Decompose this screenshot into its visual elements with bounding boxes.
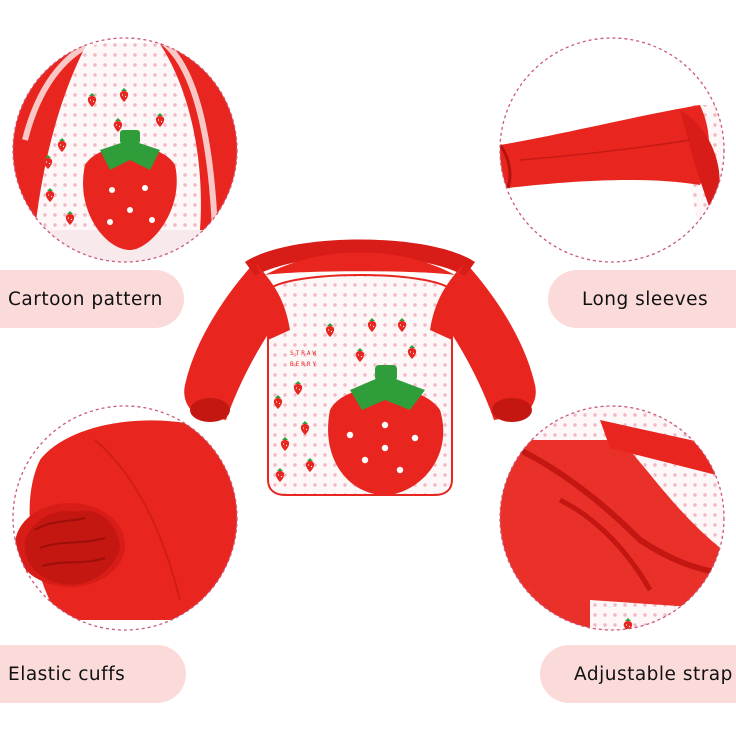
bib-print-line2: BERRY [290, 361, 318, 368]
label-elastic-cuffs: Elastic cuffs [0, 645, 186, 703]
detail-cartoon-pattern [13, 38, 237, 262]
dashed-circle-bottom-left [12, 405, 238, 631]
label-elastic-cuffs-text: Elastic cuffs [8, 663, 126, 685]
apron-center: STRAW BERRY [184, 239, 536, 496]
label-cartoon-pattern: Cartoon pattern [0, 270, 184, 328]
dashed-circle-bottom-right [499, 405, 725, 631]
detail-long-sleeves [500, 38, 724, 262]
label-adjustable-strap-text: Adjustable strap [574, 663, 733, 685]
label-cartoon-pattern-text: Cartoon pattern [8, 288, 163, 310]
label-long-sleeves: Long sleeves [548, 270, 736, 328]
detail-elastic-cuffs [13, 406, 237, 630]
dashed-circle-top-left [12, 37, 238, 263]
detail-adjustable-strap [500, 406, 724, 630]
label-adjustable-strap: Adjustable strap [540, 645, 736, 703]
label-long-sleeves-text: Long sleeves [582, 288, 709, 310]
bib-print-line1: STRAW [290, 350, 318, 357]
dashed-circle-top-right [499, 37, 725, 263]
